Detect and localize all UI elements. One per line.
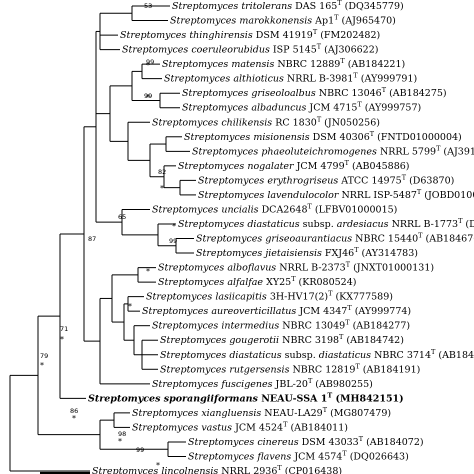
bootstrap-value: 87 — [88, 235, 96, 243]
bootstrap-value: 65 — [118, 213, 126, 221]
taxon-label: Streptomyces chilikensis RC 1830T (JN050… — [152, 115, 380, 128]
bootstrap-value: 99 — [146, 58, 154, 66]
node-marker: * — [160, 184, 164, 193]
taxon-label: Streptomyces albaduncus JCM 4715T (AY999… — [182, 101, 421, 114]
bootstrap-value: 98 — [118, 430, 126, 438]
taxon-label: Streptomyces lavendulocolor NRRL ISP-548… — [198, 188, 474, 201]
taxon-label: Streptomyces nogalater JCM 4799T (AB0458… — [178, 159, 410, 172]
taxon-label: Streptomyces thinghirensis DSM 41919T (F… — [120, 28, 380, 41]
tree-branches — [9, 5, 196, 474]
taxon-label: Streptomyces lincolnensis NRRL 2936T (CP… — [92, 464, 342, 474]
taxon-label: Streptomyces xiangluensis NEAU-LA29T (MG… — [132, 406, 391, 419]
node-marker: * — [146, 267, 150, 276]
taxon-label: Streptomyces aureoverticillatus JCM 4347… — [142, 304, 411, 317]
taxon-label: Streptomyces fuscigenes JBL-20T (AB98025… — [152, 377, 373, 390]
node-marker: * — [156, 461, 160, 470]
taxon-label: Streptomyces intermedius NBRC 13049T (AB… — [152, 319, 410, 332]
bootstrap-value: 99 — [136, 446, 144, 454]
taxon-label: Streptomyces cinereus DSM 43033T (AB1840… — [188, 435, 424, 448]
taxon-label: Streptomyces althioticus NRRL B-3981T (A… — [164, 72, 417, 85]
taxon-label: Streptomyces flavens JCM 4574T (DQ026643… — [188, 449, 409, 462]
node-marker: * — [40, 361, 44, 370]
bootstrap-value: 86 — [70, 407, 78, 415]
taxon-label: Streptomyces tritolerans DAS 165T (DQ345… — [172, 0, 404, 12]
taxon-label: Streptomyces griseoloalbus NBRC 13046T (… — [182, 86, 447, 99]
taxon-label: Streptomyces coeruleorubidus ISP 5145T (… — [122, 43, 378, 56]
taxon-label: Streptomyces alboflavus NRRL B-2373T (JN… — [158, 261, 434, 274]
bootstrap-value: 82 — [158, 168, 166, 176]
taxon-label: Streptomyces gougerotii NBRC 3198T (AB18… — [160, 333, 404, 346]
taxon-label: Streptomyces erythrogriseus ATCC 14975T … — [198, 173, 454, 186]
bootstrap-value: 99 — [169, 237, 177, 245]
taxon-label: Streptomyces jietaisiensis FXJ46T (AY314… — [196, 246, 418, 259]
node-markers: * * * * * * * * * * * — [40, 61, 176, 470]
node-marker: * — [172, 222, 176, 231]
taxon-label: Streptomyces diastaticus subsp. ardesiac… — [178, 217, 474, 230]
node-marker: * — [118, 437, 122, 446]
taxon-label: Streptomyces marokkonensis Ap1T (AJ96547… — [170, 14, 396, 27]
bootstrap-labels: 53 99 99 82 65 99 87 71 79 86 98 99 — [40, 2, 177, 454]
node-marker: * — [146, 61, 150, 70]
taxon-label: Streptomyces phaeoluteichromogenes NRRL … — [192, 144, 474, 157]
node-marker: * — [60, 335, 64, 344]
taxon-label: Streptomyces griseoaurantiacus NBRC 1544… — [196, 232, 474, 245]
taxon-label: Streptomyces lasiicapitis 3H-HV17(2)T (K… — [146, 290, 393, 303]
node-marker: * — [128, 302, 132, 311]
taxon-label: Streptomyces misionensis DSM 40306T (FNT… — [184, 130, 462, 143]
bootstrap-value: 99 — [144, 92, 152, 100]
taxon-label: Streptomyces diastaticus subsp. diastati… — [160, 348, 474, 361]
taxon-label: Streptomyces uncialis DCA2648T (LFBV0100… — [152, 202, 397, 215]
taxon-label: Streptomyces vastus JCM 4524T (AB184011) — [132, 420, 348, 433]
node-marker: * — [72, 414, 76, 423]
bootstrap-value: 53 — [144, 2, 152, 10]
taxon-label: Streptomyces sporangiiformans NEAU-SSA 1… — [88, 391, 404, 404]
taxon-label: Streptomyces matensis NBRC 12889T (AB184… — [162, 57, 405, 70]
bootstrap-value: 79 — [40, 352, 48, 360]
taxon-label: Streptomyces alfalfae XY25T (KR080524) — [158, 275, 356, 288]
node-marker: * — [146, 93, 150, 102]
bootstrap-value: 71 — [60, 325, 68, 333]
taxon-labels: Streptomyces tritolerans DAS 165T (DQ345… — [88, 0, 474, 474]
taxon-label: Streptomyces rutgersensis NBRC 12819T (A… — [160, 362, 420, 375]
